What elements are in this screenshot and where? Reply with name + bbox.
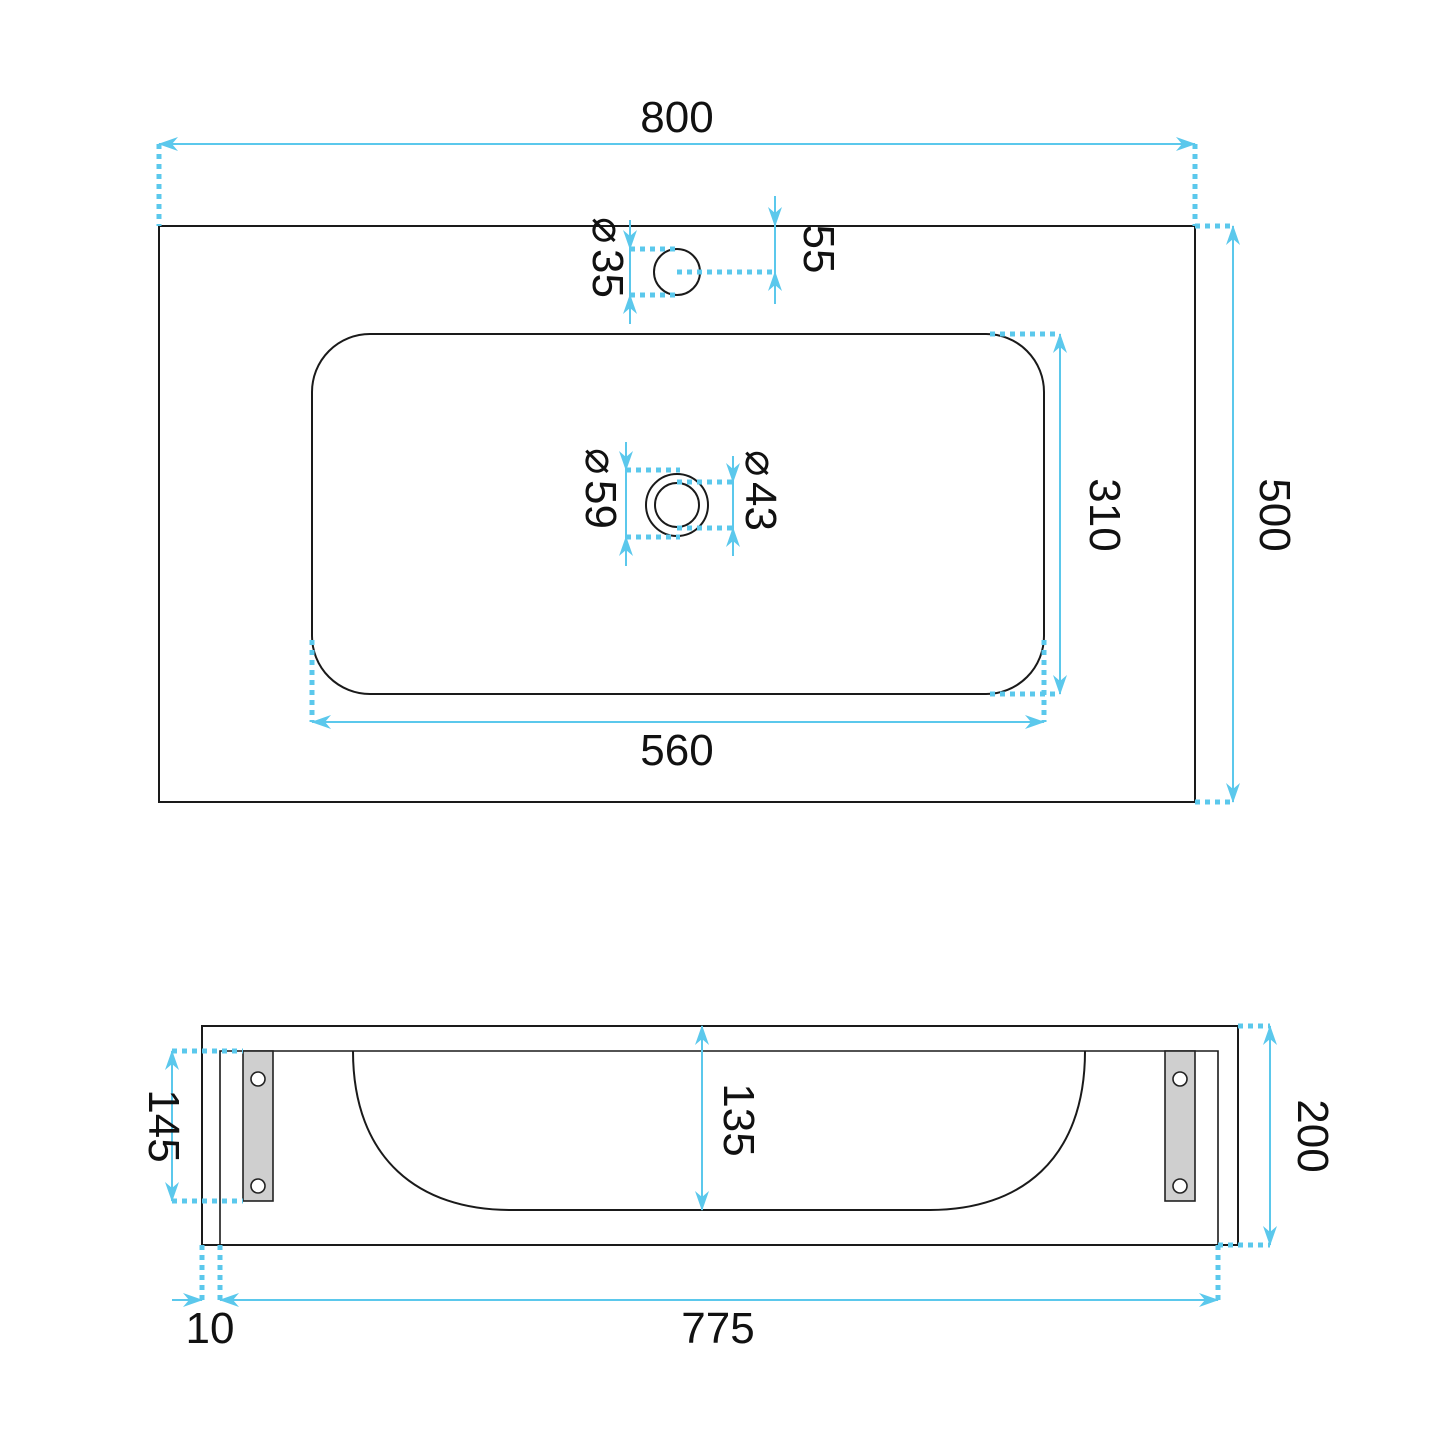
bracket-hole <box>1172 1178 1188 1194</box>
bracket-hole <box>250 1071 266 1087</box>
label-drain-outer-diameter: 59 <box>576 480 625 529</box>
label-side-height: 200 <box>1288 1099 1337 1172</box>
top-view: 800 500 310 560 <box>156 93 1299 805</box>
mounting-bracket-right <box>1164 1050 1196 1202</box>
drain-inner-ring <box>654 482 700 528</box>
label-tap-hole-offset: 55 <box>794 225 843 274</box>
bracket-hole <box>250 1178 266 1194</box>
bowl-profile <box>352 1050 1086 1211</box>
diameter-symbol: ⌀ <box>736 450 785 477</box>
dim-overall-depth: 500 <box>1195 223 1299 805</box>
cabinet-outer-outline <box>201 1025 1239 1246</box>
label-overall-width: 800 <box>640 93 713 142</box>
dim-overall-width: 800 <box>156 93 1198 226</box>
label-wall-thickness: 10 <box>186 1304 235 1353</box>
dim-tap-hole-diameter: ⌀ 35 <box>583 217 680 324</box>
mounting-bracket-left <box>242 1050 274 1202</box>
label-overall-depth: 500 <box>1250 478 1299 551</box>
label-drain-inner-diameter: 43 <box>736 482 785 531</box>
dim-bowl-width: 560 <box>309 640 1047 775</box>
dim-drain-inner-diameter: ⌀ 43 <box>677 450 785 556</box>
dim-side-height: 200 <box>1218 1023 1337 1248</box>
side-view: 200 135 145 10 775 <box>139 1023 1337 1353</box>
label-bracket-height: 145 <box>139 1089 188 1162</box>
bracket-hole <box>1172 1071 1188 1087</box>
dim-wall-thickness: 10 <box>172 1245 234 1353</box>
label-bowl-depth: 310 <box>1080 478 1129 551</box>
label-side-bowl-depth: 135 <box>714 1083 763 1156</box>
label-inner-length: 775 <box>681 1304 754 1353</box>
diameter-symbol: ⌀ <box>583 217 632 244</box>
dim-drain-outer-diameter: ⌀ 59 <box>576 442 680 566</box>
dim-inner-length: 775 <box>219 1245 1221 1353</box>
countertop-outline <box>158 225 1196 803</box>
dim-tap-hole-offset: 55 <box>677 196 843 304</box>
dim-bowl-depth: 310 <box>990 331 1129 697</box>
dim-side-bowl-depth: 135 <box>695 1025 763 1211</box>
dim-bracket-height: 145 <box>139 1048 243 1204</box>
bowl-outline <box>311 333 1045 695</box>
cabinet-inner-outline <box>219 1050 1219 1245</box>
diameter-symbol: ⌀ <box>576 448 625 475</box>
label-bowl-width: 560 <box>640 726 713 775</box>
label-tap-hole-diameter: 35 <box>583 249 632 298</box>
